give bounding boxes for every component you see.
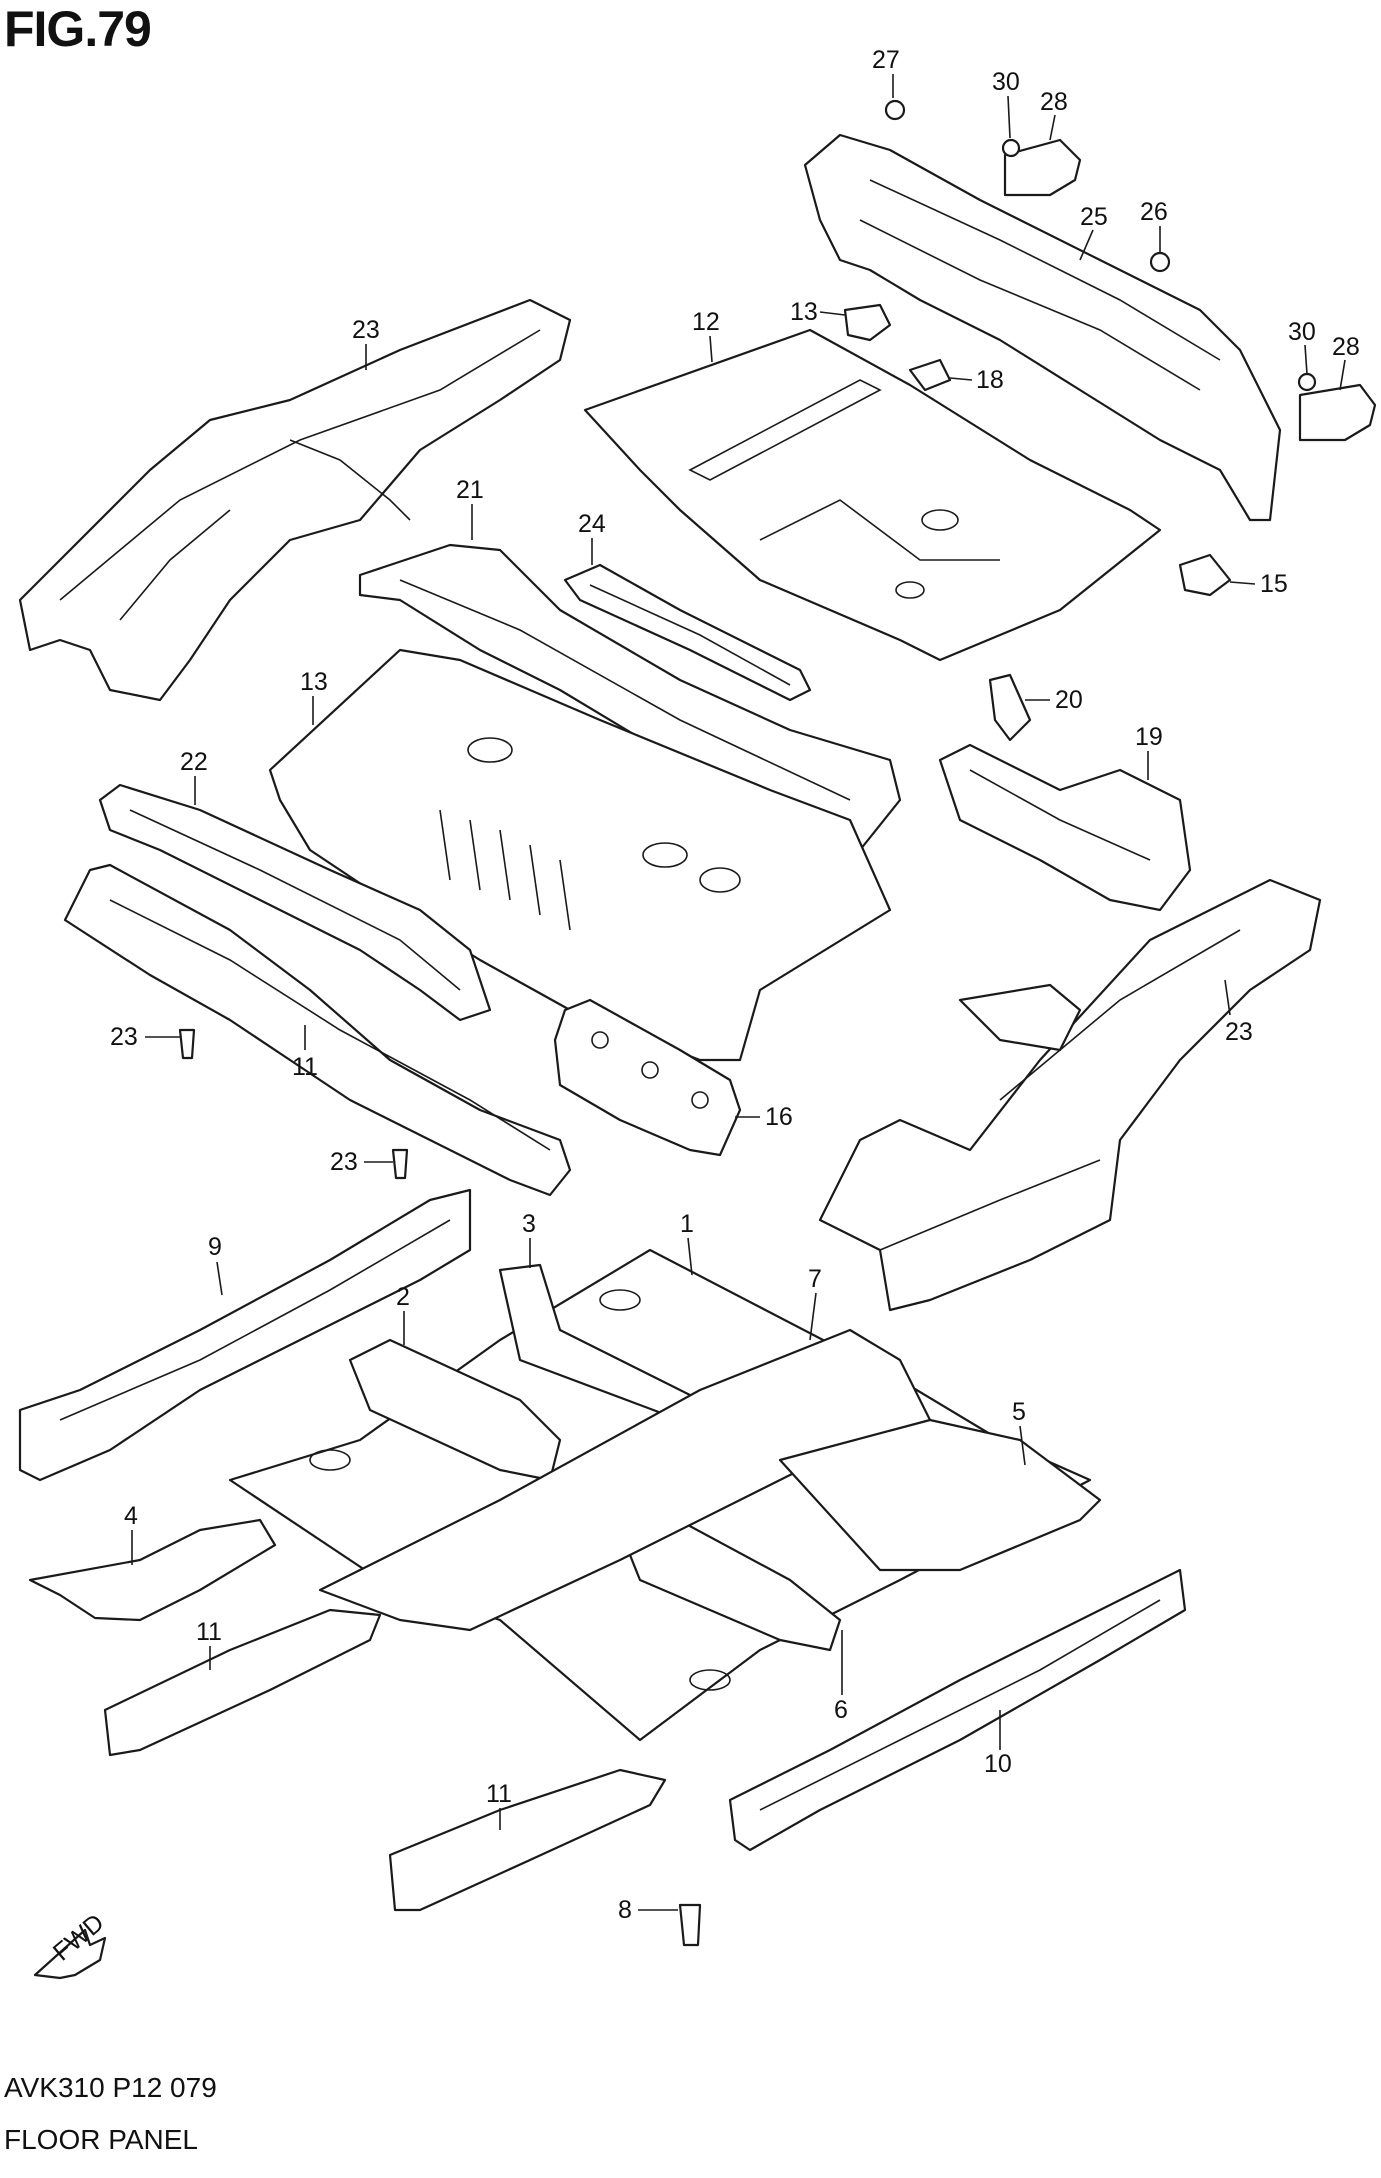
callout-5: 5 (1012, 1398, 1026, 1426)
callout-26: 24 (578, 510, 606, 538)
part-25-front-side-member (818, 878, 1322, 1312)
callout-11-a: 11 (196, 1618, 222, 1646)
callout-2: 2 (396, 1283, 410, 1311)
callout-25: 23 (1225, 1018, 1253, 1046)
part-29-bolts (884, 99, 1171, 273)
part-8-bolt (678, 1903, 702, 1947)
callout-18: 18 (976, 366, 1004, 394)
part-19-bracket (938, 743, 1192, 912)
part-4-bracket (28, 1518, 277, 1622)
callout-30-b: 30 (1288, 318, 1316, 346)
part-9-side-member (18, 1188, 472, 1482)
part-11-sill-reinforcements (103, 1608, 667, 1912)
callout-11-b: 11 (486, 1780, 512, 1808)
part-17-bracket (553, 998, 742, 1157)
callout-22: 22 (180, 748, 208, 776)
callout-17: 16 (765, 1103, 793, 1131)
callout-4: 4 (124, 1502, 138, 1530)
diagram-caption: FLOOR PANEL (4, 2124, 198, 2155)
callout-13: 13 (300, 668, 328, 696)
callout-3: 3 (522, 1210, 536, 1238)
callout-20: 20 (1055, 686, 1083, 714)
part-23-bolts (178, 1028, 409, 1180)
callout-23-b: 23 (330, 1148, 358, 1176)
callout-28-b: 28 (1332, 333, 1360, 361)
callout-labels: 27 30 28 25 26 30 28 13 12 18 15 23 21 2… (110, 46, 1360, 1924)
front-direction-arrow-icon: FWD (33, 1909, 109, 1980)
part-27-rear-panel (803, 133, 1282, 522)
part-22-side-rail (98, 783, 492, 1022)
callout-6: 6 (834, 1696, 848, 1724)
part-30-nuts (1001, 138, 1317, 392)
callout-28-a: 28 (1040, 88, 1068, 116)
callout-14: 12 (692, 308, 720, 336)
callout-15: 13 (790, 298, 818, 326)
callout-27: 25 (1080, 203, 1108, 231)
small-brackets (843, 303, 1232, 742)
callout-7: 7 (808, 1265, 822, 1293)
part-26-brace (563, 563, 812, 702)
part-5-front-floor (778, 1418, 1102, 1572)
diagram-code: AVK310 P12 079 (4, 2072, 217, 2103)
part-13-floor-panel (268, 648, 892, 1062)
part-24-front-side-member (18, 298, 572, 702)
callout-8: 8 (618, 1896, 632, 1924)
callout-12: 11 (292, 1053, 318, 1081)
callout-30-a: 30 (992, 68, 1020, 96)
callout-9: 9 (208, 1233, 222, 1261)
figure-title: FIG.79 (4, 1, 152, 57)
callout-10: 10 (984, 1750, 1012, 1778)
callout-23-a: 23 (110, 1023, 138, 1051)
callout-16: 15 (1260, 570, 1288, 598)
callout-29-a: 27 (872, 46, 900, 74)
part-12-side-sill (63, 863, 572, 1197)
part-10-side-member (728, 1568, 1187, 1852)
callout-1: 1 (680, 1210, 694, 1238)
callout-29-b: 26 (1140, 198, 1168, 226)
callout-24: 23 (352, 316, 380, 344)
callout-19: 19 (1135, 723, 1163, 751)
part-14-rear-floor (583, 328, 1162, 662)
callout-21: 21 (456, 476, 484, 504)
part-28-bracket (1003, 138, 1377, 442)
